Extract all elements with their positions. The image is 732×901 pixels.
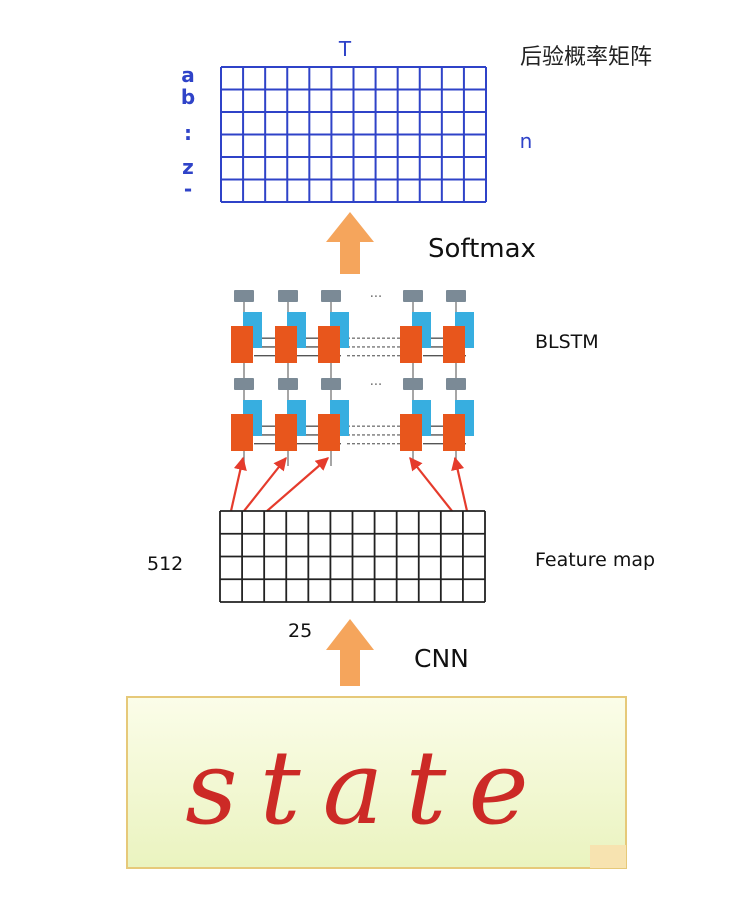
- matrix-row-label: b: [181, 85, 195, 109]
- blstm-label: BLSTM: [535, 331, 599, 353]
- posterior-matrix-grid: [220, 66, 487, 203]
- feature-map-grid: [219, 510, 486, 603]
- input-image-banner: state: [126, 696, 627, 869]
- softmax-arrow-icon: [326, 212, 374, 274]
- matrix-title: 后验概率矩阵: [520, 45, 652, 70]
- feature-height-label: 512: [147, 553, 183, 575]
- cnn-label: CNN: [414, 644, 469, 673]
- matrix-row-labels: ab: z-: [181, 63, 195, 201]
- blstm-network: ......: [231, 286, 474, 466]
- matrix-row-label: -: [184, 177, 192, 201]
- input-image-text: state: [185, 729, 551, 848]
- softmax-label: Softmax: [428, 234, 536, 264]
- matrix-top-label: T: [338, 37, 352, 61]
- matrix-row-label: z: [182, 155, 194, 179]
- matrix-row-label: :: [184, 121, 192, 145]
- matrix-row-label: a: [181, 63, 195, 87]
- feature-width-label: 25: [288, 620, 312, 642]
- blstm-ellipsis: ...: [370, 374, 382, 389]
- cnn-arrow-icon: [326, 619, 374, 686]
- feature-to-lstm-arrows: [229, 456, 469, 512]
- blstm-ellipsis: ...: [370, 286, 382, 301]
- matrix-side-label: n: [520, 129, 533, 153]
- feature-map-label: Feature map: [535, 549, 655, 571]
